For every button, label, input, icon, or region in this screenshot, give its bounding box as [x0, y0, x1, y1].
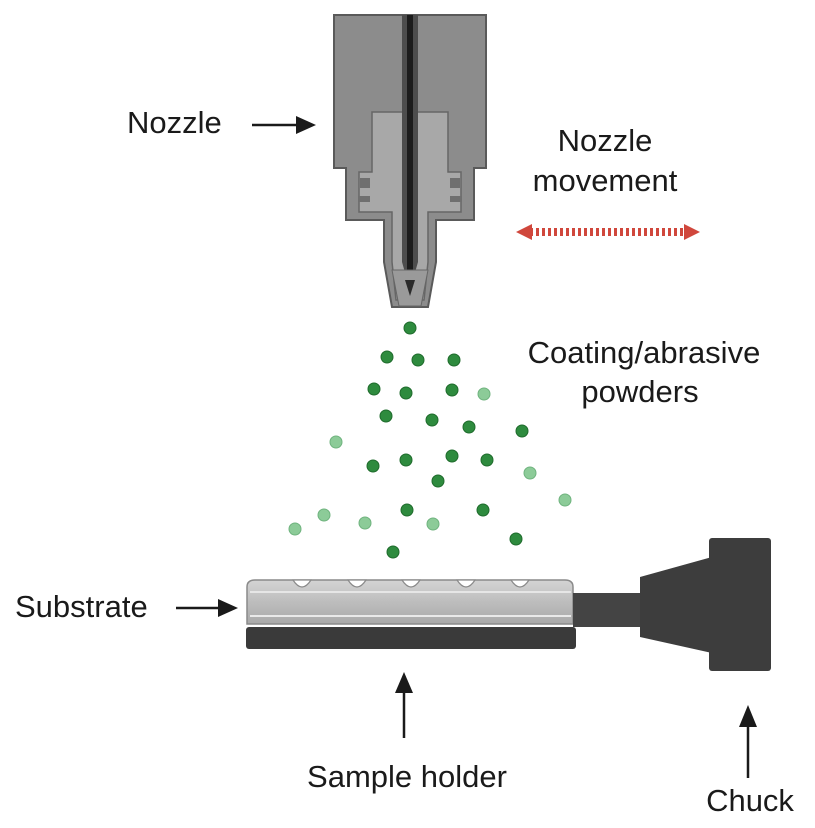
powder-particle: [386, 545, 400, 559]
powder-particle: [288, 522, 302, 536]
powder-particle: [445, 383, 459, 397]
powder-particle: [425, 413, 439, 427]
powder-particle: [558, 493, 572, 507]
powder-particle: [379, 409, 393, 423]
chuck: [573, 538, 771, 671]
powder-particle: [317, 508, 331, 522]
nozzle-movement-label-line1: Nozzle: [558, 123, 653, 158]
powder-particle: [480, 453, 494, 467]
powders-label-line1: Coating/abrasive: [528, 335, 761, 370]
chuck-pointer-arrow-icon: [739, 705, 757, 778]
sample-holder-plate: [246, 627, 576, 649]
powder-particle: [523, 466, 537, 480]
sample-holder-pointer-arrow-icon: [395, 672, 413, 738]
powder-particle: [367, 382, 381, 396]
substrate: [246, 579, 574, 625]
nozzle-label: Nozzle: [127, 105, 222, 140]
powder-particle: [509, 532, 523, 546]
powders-label-line2: powders: [581, 374, 698, 409]
movement-arrow-icon: [516, 224, 700, 240]
powder-particle: [462, 420, 476, 434]
powder-particle: [399, 386, 413, 400]
nozzle: [333, 14, 487, 308]
sample-holder-label: Sample holder: [307, 759, 507, 794]
powder-particle: [399, 453, 413, 467]
powder-particle: [431, 474, 445, 488]
powder-particle: [329, 435, 343, 449]
powder-particle: [426, 517, 440, 531]
powder-particle: [380, 350, 394, 364]
powder-particle: [400, 503, 414, 517]
nozzle-movement-label-line2: movement: [533, 163, 678, 198]
powder-particle: [447, 353, 461, 367]
powder-particle: [445, 449, 459, 463]
nozzle-pointer-arrow-icon: [252, 116, 316, 134]
powder-particle: [403, 321, 417, 335]
powder-particle: [515, 424, 529, 438]
powder-particle: [358, 516, 372, 530]
powder-particle: [366, 459, 380, 473]
chuck-label: Chuck: [706, 783, 794, 818]
powder-particle: [476, 503, 490, 517]
substrate-pointer-arrow-icon: [176, 599, 238, 617]
powder-particle: [411, 353, 425, 367]
powder-particles: [288, 321, 572, 559]
powder-particle: [477, 387, 491, 401]
substrate-label: Substrate: [15, 589, 148, 624]
